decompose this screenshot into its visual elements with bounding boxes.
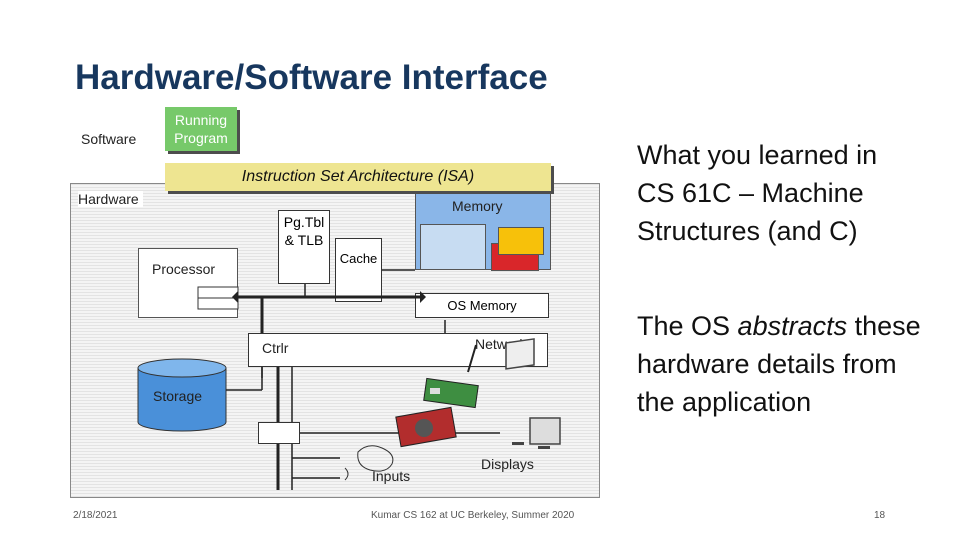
storage-cylinder-icon bbox=[137, 358, 227, 432]
network-card-icon bbox=[423, 344, 479, 409]
os-memory-box: OS Memory bbox=[415, 293, 549, 318]
right-text-block-2: The OS abstracts these hardware details … bbox=[637, 311, 921, 417]
monitors-icon bbox=[505, 338, 561, 449]
running-program-label: Running Program bbox=[174, 112, 228, 146]
memory-region bbox=[420, 224, 486, 270]
isa-box: Instruction Set Architecture (ISA) bbox=[165, 163, 551, 191]
ctrlr-label: Ctrlr bbox=[262, 340, 289, 356]
footer-course: Kumar CS 162 at UC Berkeley, Summer 2020 bbox=[371, 510, 575, 521]
pgtbl-tlb-box: Pg.Tbl & TLB bbox=[278, 210, 330, 284]
hardware-label: Hardware bbox=[78, 191, 143, 207]
footer-date: 2/18/2021 bbox=[73, 510, 118, 521]
tlb-label: & TLB bbox=[284, 232, 324, 248]
mouse-icon bbox=[344, 445, 394, 481]
pgtbl-label: Pg.Tbl bbox=[283, 214, 325, 230]
graphics-card-icon bbox=[395, 406, 457, 448]
running-program-box: Running Program bbox=[165, 107, 237, 151]
processor-label: Processor bbox=[152, 261, 216, 277]
right-text-block-1: What you learned in CS 61C – Machine Str… bbox=[637, 140, 878, 246]
memory-label: Memory bbox=[452, 198, 503, 214]
inputs-label: Inputs bbox=[372, 468, 411, 484]
footer-page-number: 18 bbox=[874, 510, 886, 521]
software-label: Software bbox=[81, 131, 137, 147]
controller-bus-box bbox=[248, 333, 548, 367]
displays-label: Displays bbox=[481, 456, 534, 472]
cache-box: Cache bbox=[335, 238, 382, 302]
storage-label: Storage bbox=[153, 388, 203, 404]
memory-page-yellow bbox=[498, 227, 544, 255]
io-controller-box bbox=[258, 422, 300, 444]
slide-title: Hardware/Software Interface bbox=[75, 58, 548, 97]
